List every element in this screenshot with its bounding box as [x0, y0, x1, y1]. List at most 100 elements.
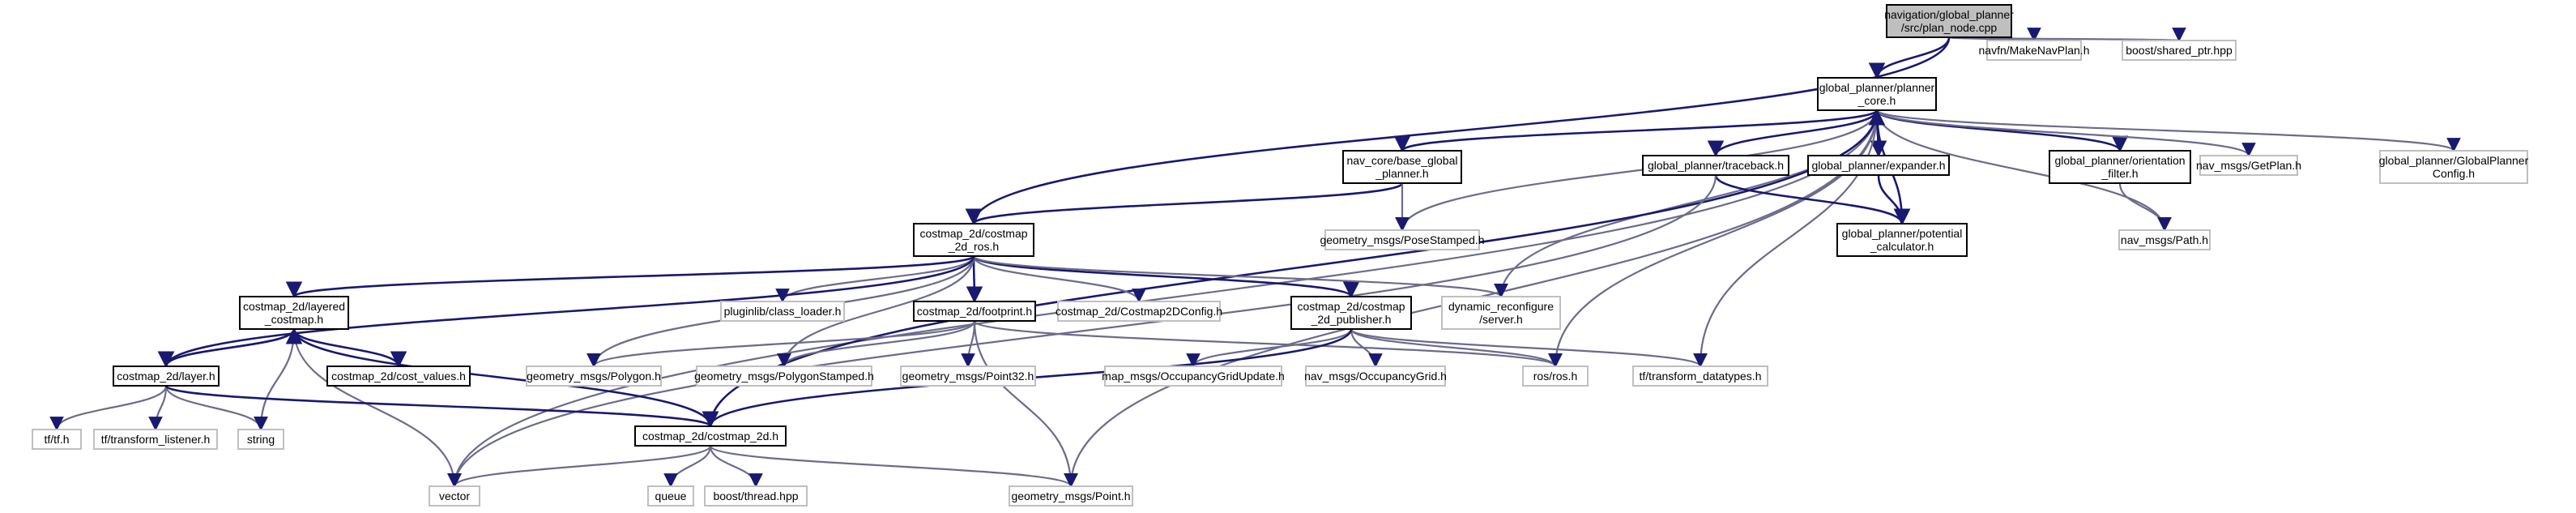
node-layer-box: [113, 366, 220, 387]
node-path-box: [2118, 229, 2211, 250]
node-polygonstamped: geometry_msgs/PolygonStamped.h: [694, 366, 874, 387]
edge-planner_core-to-gp_config: [1875, 109, 2461, 152]
node-polygon: geometry_msgs/Polygon.h: [526, 366, 662, 387]
node-polygon-label-0: geometry_msgs/Polygon.h: [527, 370, 661, 383]
node-publisher-box: [1290, 296, 1412, 330]
node-traceback[interactable]: global_planner/traceback.h: [1642, 155, 1789, 176]
edge-planner_core-to-ros: [1548, 109, 1879, 368]
edge-planner_core-to-vector: [447, 109, 1879, 488]
edge-costmap_2d-to-point: [709, 444, 1078, 488]
node-occ_update-label-0: map_msgs/OccupancyGridUpdate.h: [1102, 370, 1285, 383]
node-base_global-label-1: _planner.h: [1375, 167, 1428, 180]
node-costmap_2d-label-0: costmap_2d/costmap_2d.h: [642, 430, 778, 442]
node-boost_thread-label-0: boost/thread.hpp: [713, 489, 798, 502]
edge-costmap_ros-to-layer: [157, 255, 975, 369]
node-footprint-label-0: costmap_2d/footprint.h: [917, 305, 1032, 318]
node-footprint-box: [913, 301, 1036, 322]
node-point32-label-0: geometry_msgs/Point32.h: [902, 370, 1034, 383]
edge-planner_core-to-path: [1875, 109, 2172, 232]
edges-layer: [49, 27, 2461, 488]
node-cost_values-label-0: costmap_2d/cost_values.h: [331, 370, 466, 383]
edge-costmap_ros-to-polygonstamped: [777, 255, 975, 368]
node-occ_grid-label-0: nav_msgs/OccupancyGrid.h: [1304, 370, 1447, 383]
node-tf_datatypes-label-0: tf/transform_datatypes.h: [1640, 370, 1762, 383]
node-costmap_2d[interactable]: costmap_2d/costmap_2d.h: [634, 425, 787, 447]
node-point32: geometry_msgs/Point32.h: [900, 366, 1036, 387]
node-string-box: [237, 429, 284, 450]
node-tf_listener: tf/transform_listener.h: [93, 429, 218, 450]
node-potential[interactable]: global_planner/potential_calculator.h: [1836, 223, 1968, 257]
node-expander[interactable]: global_planner/expander.h: [1807, 155, 1950, 176]
node-getplan-box: [2199, 155, 2298, 176]
edge-costmap_ros-to-dyn_reconf: [972, 254, 1508, 298]
node-publisher-label-0: costmap_2d/costmap: [1297, 300, 1405, 313]
node-navfn: navfn/MakeNavPlan.h: [1979, 40, 2089, 61]
node-base_global[interactable]: nav_core/base_global_planner.h: [1342, 150, 1462, 184]
node-path-label-0: nav_msgs/Path.h: [2121, 233, 2208, 246]
node-orientation-box: [2049, 150, 2191, 184]
node-posestamped-label-0: geometry_msgs/PoseStamped.h: [1320, 233, 1484, 246]
node-orientation[interactable]: global_planner/orientation_filter.h: [2049, 150, 2191, 184]
node-layer-label-0: costmap_2d/layer.h: [117, 370, 215, 383]
node-cost_values[interactable]: costmap_2d/cost_values.h: [326, 366, 471, 387]
node-tf-label-0: tf/tf.h: [44, 433, 69, 446]
edge-layer-to-string: [164, 385, 268, 431]
edge-expander-to-potential: [1877, 174, 1911, 226]
node-posestamped-box: [1324, 229, 1480, 250]
node-tf_listener-label-0: tf/transform_listener.h: [101, 433, 211, 446]
node-queue: queue: [647, 485, 694, 507]
node-c2dconfig: costmap_2d/Costmap2DConfig.h: [1056, 301, 1222, 322]
node-expander-label-0: global_planner/expander.h: [1811, 159, 1945, 172]
edge-footprint-to-polygon: [586, 320, 976, 368]
edge-planner_core-to-base_global: [1394, 109, 1879, 153]
edge-expander-to-planner_core: [1868, 108, 1886, 156]
node-base_global-box: [1342, 150, 1462, 184]
node-boost_shared-box: [2122, 40, 2237, 61]
node-planner_core[interactable]: global_planner/planner_core.h: [1817, 77, 1937, 111]
node-ros-box: [1522, 366, 1589, 387]
edge-layer-to-costmap_2d: [164, 384, 719, 429]
node-ros: ros/ros.h: [1522, 366, 1589, 387]
node-occ_grid: nav_msgs/OccupancyGrid.h: [1304, 366, 1447, 387]
node-root-label-1: /src/plan_node.cpp: [1901, 21, 1998, 34]
node-boost_thread-box: [704, 485, 808, 507]
node-publisher[interactable]: costmap_2d/costmap_2d_publisher.h: [1290, 296, 1412, 330]
edge-costmap_ros-to-layered: [286, 254, 975, 299]
node-layered-label-0: costmap_2d/layered: [243, 300, 345, 313]
node-point32-box: [900, 366, 1036, 387]
edge-costmap_2d-to-vector: [447, 445, 712, 488]
node-orientation-label-0: global_planner/orientation: [2054, 154, 2185, 167]
node-potential-label-0: global_planner/potential: [1842, 227, 1963, 240]
node-vector-box: [429, 485, 480, 507]
node-path: nav_msgs/Path.h: [2118, 229, 2211, 250]
edge-publisher-to-occ_update: [1186, 328, 1353, 368]
node-occ_update: map_msgs/OccupancyGridUpdate.h: [1102, 366, 1285, 387]
edge-costmap_ros-to-publisher: [972, 254, 1360, 299]
node-potential-label-1: _calculator.h: [1870, 240, 1934, 253]
node-costmap_ros[interactable]: costmap_2d/costmap_2d_ros.h: [913, 223, 1034, 257]
node-dyn_reconf-label-0: dynamic_reconfigure: [1448, 300, 1554, 313]
edge-layered-to-costmap_2d: [292, 328, 719, 429]
node-gp_config-label-0: global_planner/GlobalPlanner: [2379, 154, 2529, 167]
node-gp_config-box: [2379, 150, 2528, 184]
node-posestamped: geometry_msgs/PoseStamped.h: [1320, 229, 1485, 250]
node-tf_listener-box: [93, 429, 218, 450]
node-vector: vector: [429, 485, 480, 507]
node-c2dconfig-label-0: costmap_2d/Costmap2DConfig.h: [1056, 305, 1222, 318]
node-tf-box: [32, 429, 82, 450]
edge-footprint-to-ros: [973, 319, 1563, 368]
edge-planner_core-to-getplan: [1875, 109, 2256, 157]
edge-base_global-to-costmap_ros: [965, 182, 1404, 226]
nodes-layer: navigation/global_planner/src/plan_node.…: [32, 4, 2529, 507]
node-tf: tf/tf.h: [32, 429, 82, 450]
node-layered-box: [239, 296, 349, 330]
edge-traceback-to-vector: [447, 174, 1717, 488]
node-layer[interactable]: costmap_2d/layer.h: [113, 366, 220, 387]
node-traceback-label-0: global_planner/traceback.h: [1648, 159, 1784, 172]
node-footprint[interactable]: costmap_2d/footprint.h: [913, 301, 1036, 322]
node-layered[interactable]: costmap_2d/layered_costmap.h: [239, 296, 349, 330]
edge-layered-to-cost_values: [292, 328, 407, 369]
node-costmap_2d-box: [634, 425, 787, 447]
edge-layered-to-vector: [292, 328, 462, 488]
